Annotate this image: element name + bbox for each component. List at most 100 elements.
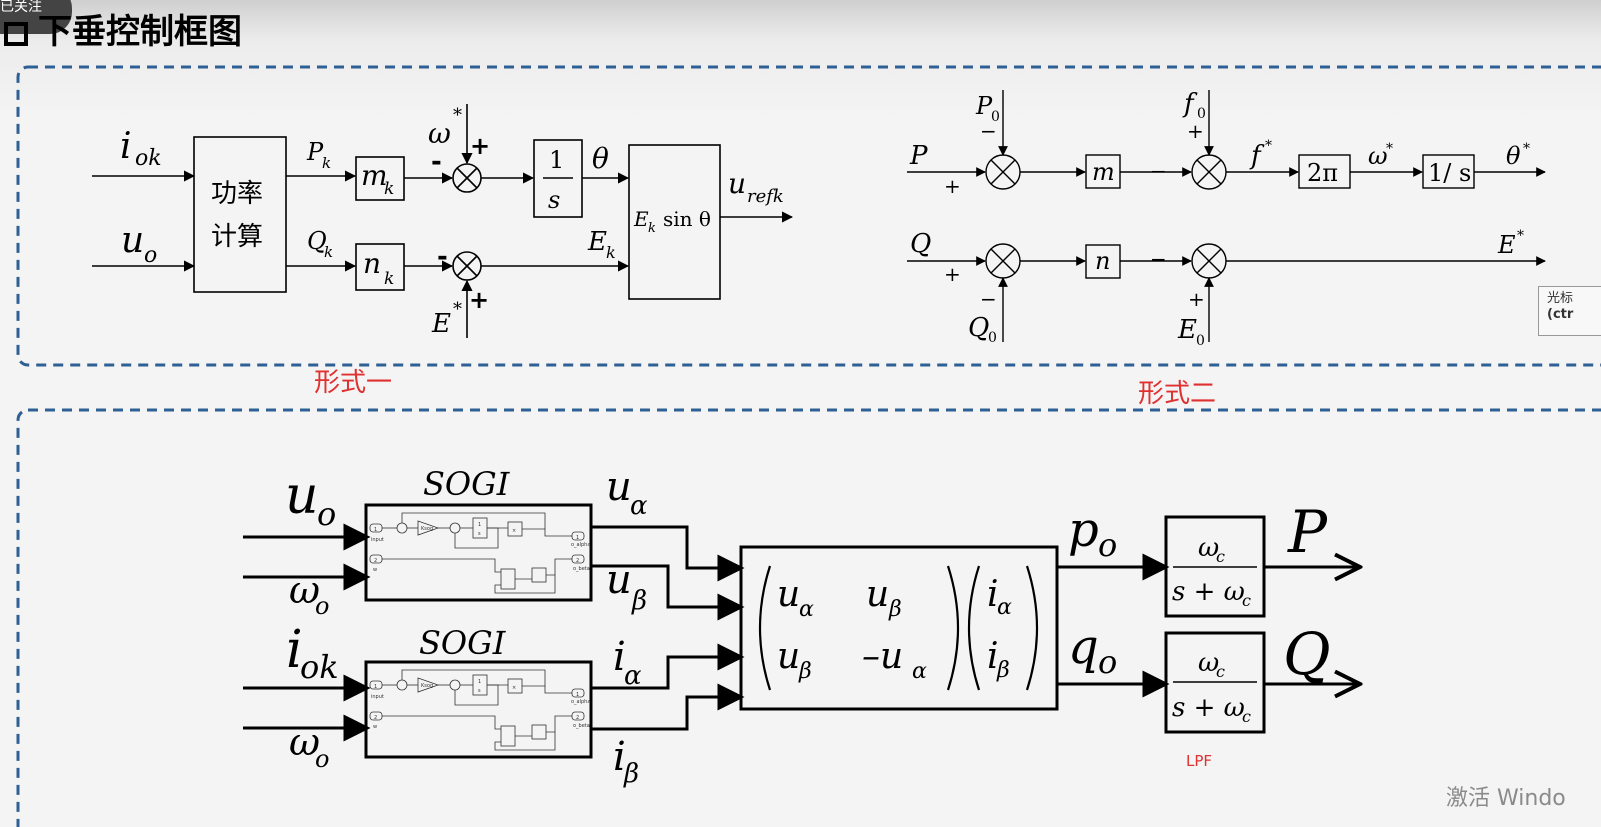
nk-label-main: n: [363, 247, 381, 280]
sogi-bot-mul: ×: [512, 685, 516, 691]
matrix-a12-sub: β: [888, 597, 902, 622]
label-uo-sub: o: [144, 243, 157, 268]
sogi-title-top: SOGI: [423, 465, 511, 503]
sogi-bot-gain: Ksog: [421, 683, 433, 689]
f2-Q0-main: Q: [968, 313, 989, 343]
Ek-main: E: [587, 227, 607, 257]
lpf-top-num: ω: [1198, 533, 1219, 563]
lpf-bot-num: ω: [1198, 648, 1219, 678]
f2-fstar-sup: *: [1265, 138, 1272, 154]
sogi-top-mul: ×: [512, 528, 516, 534]
f2-m-minus: −: [1150, 159, 1167, 183]
matrix-a11: u: [777, 574, 800, 615]
sum1-minus: -: [431, 147, 442, 177]
E-star-main: E: [431, 309, 451, 339]
lpf-bot-den: s + ω: [1172, 693, 1245, 723]
lpf-fraction-lines: [1173, 566, 1257, 683]
uref-main: u: [728, 167, 746, 200]
sogi-top-in1: 1: [374, 527, 377, 533]
sogi-labels: SOGI SOGI u o ω o i ok ω o u α u β i α i…: [285, 464, 1331, 789]
sogi-bot-w-label: w: [373, 724, 377, 730]
f2-Estar-sup: *: [1517, 228, 1524, 244]
sogi-bot-in1: 1: [374, 684, 377, 690]
sogi-in-w1: ω: [289, 568, 320, 612]
matrix-a22: –u: [862, 636, 903, 677]
lpf-top-num-sub: c: [1216, 547, 1225, 566]
sogi-out-ub: u: [606, 557, 632, 603]
f2-f0-sub: 0: [1197, 106, 1206, 122]
matrix-brackets: [758, 565, 1039, 691]
f2-Q0-sub: 0: [988, 330, 997, 346]
sogi-top-input-label: input: [371, 537, 384, 543]
follow-badge[interactable]: 已关注: [0, 0, 72, 34]
form-panel-top: [16, 65, 1601, 367]
f2-E0-main: E: [1177, 315, 1197, 345]
f2-integrator-label: 1/ s: [1428, 159, 1471, 187]
lpf-bot-den-sub: c: [1242, 707, 1251, 726]
form1-labels: i ok u o 功率 计算 P k Q k m k n k ω * + - -…: [120, 105, 784, 339]
f2-Q: Q: [910, 229, 931, 259]
sogi-in-w1-sub: o: [315, 592, 329, 620]
f2-P0-sub: 0: [991, 109, 1000, 125]
sogi-top-out1: 1: [576, 535, 579, 541]
mk-label-sub: k: [384, 179, 394, 199]
f2-P0-minus: −: [980, 119, 997, 143]
label-P-out: P: [1287, 498, 1328, 566]
form2-caption: 形式二: [1138, 379, 1217, 409]
sogi-bot-alpha: o_alpha: [571, 699, 590, 705]
form1-caption: 形式一: [314, 368, 393, 398]
sogi-in-i: i: [286, 620, 303, 680]
lpf-caption: LPF: [1186, 752, 1213, 770]
sogi-inner-bottom: [369, 669, 585, 751]
form2-labels: P + P 0 − m − f 0 + f * 2π ω * 1/ s θ * …: [909, 89, 1530, 349]
sogi-in-w2-sub: o: [315, 745, 329, 773]
power-calc-block: [193, 136, 287, 293]
sogi-diagram: [243, 503, 1360, 759]
sogi-top-w-label: w: [373, 567, 377, 573]
f2-2pi-label: 2π: [1307, 159, 1338, 187]
label-Q-out: Q: [1283, 620, 1331, 688]
sogi-bot-out1: 1: [576, 692, 579, 698]
sogi-out-ia-sub: α: [624, 661, 642, 691]
integrator-num: 1: [549, 146, 564, 174]
sogi-top-gain: Ksog: [421, 526, 433, 532]
sogi-out-ib-sub: β: [623, 759, 639, 789]
sogi-inner-top: [369, 512, 585, 594]
activation-watermark: 激活 Windo: [1446, 786, 1566, 811]
label-po-sub: o: [1098, 526, 1117, 564]
sogi-bot-beta: o_beta: [573, 723, 590, 729]
f2-n-minus: −: [1150, 247, 1167, 271]
lpf-top-den-sub: c: [1242, 591, 1251, 610]
tooltip-popup[interactable]: 光标 (ctr: [1538, 286, 1601, 336]
label-qo-sub: o: [1098, 643, 1117, 681]
sogi-bot-out2: 2: [576, 715, 579, 721]
matrix-a22-sub: α: [912, 659, 927, 684]
matrix-v1-sub: α: [997, 595, 1012, 620]
sogi-panel: [16, 408, 1601, 827]
sogi-top-in2: 2: [374, 558, 377, 564]
tooltip-line1: 光标: [1547, 291, 1574, 306]
matrix-a11-sub: α: [799, 597, 814, 622]
f2-Q-plus: +: [944, 262, 961, 286]
tooltip-line2: (ctr: [1547, 307, 1574, 322]
sogi-in-w2: ω: [289, 720, 320, 764]
f2-f0-main: f: [1182, 89, 1198, 119]
sogi-in-u: u: [285, 466, 319, 526]
page-title-text: 下垂控制框图: [38, 12, 242, 52]
title-bullet-icon: [4, 22, 28, 46]
sin-block-rest: sin θ: [663, 207, 711, 231]
sogi-bot-int-den: s: [478, 688, 481, 694]
sogi-block-top: [364, 503, 593, 602]
sogi-bot-int-num: 1: [478, 679, 481, 685]
f2-omegastar-sup: *: [1386, 141, 1393, 157]
sogi-top-beta: o_beta: [573, 566, 590, 572]
matrix-v2: i: [987, 636, 999, 677]
omega-star-main: ω: [428, 117, 451, 150]
f2-P0-main: P: [975, 92, 993, 120]
sogi-block-bottom: [364, 660, 593, 759]
nk-label-sub: k: [384, 269, 394, 289]
sogi-in-u-sub: o: [317, 495, 336, 533]
matrix-v1: i: [987, 574, 999, 615]
Ek-sub: k: [606, 243, 616, 262]
